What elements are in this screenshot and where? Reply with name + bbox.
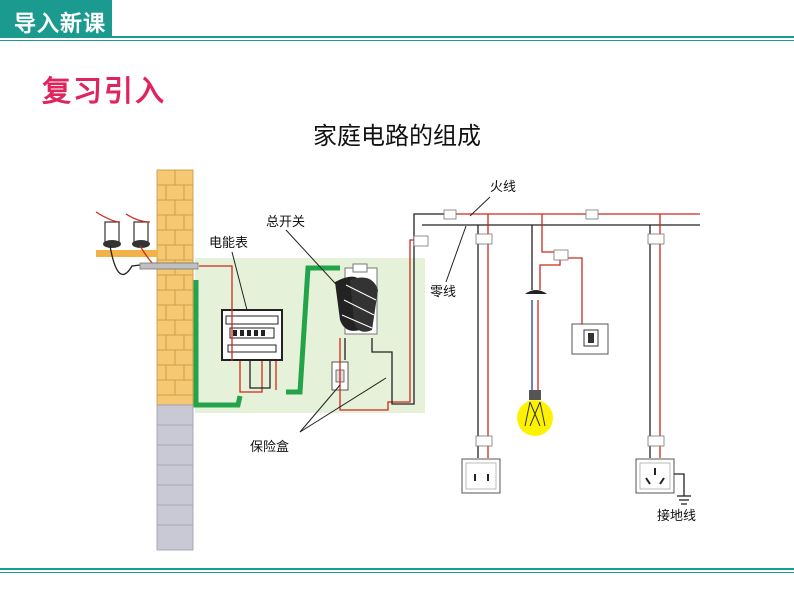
ground-wire-meter [286,265,340,395]
brick-wall [156,169,194,551]
diagram-title: 家庭电路的组成 [313,122,481,150]
light-bulb [517,390,553,436]
main-wires [339,213,448,411]
footer-rule-thin [0,572,794,573]
lamp-holder [525,290,547,294]
label-electric-meter: 电能表 [209,236,248,251]
label-main-switch: 总开关 [266,215,305,230]
electric-meter [221,309,283,361]
socket-branch-left [475,214,493,458]
label-fuse-box: 保险盒 [250,439,289,455]
junction-box [585,209,599,220]
header-rule-thin [0,40,794,41]
socket-left [461,458,501,494]
socket-branch-right [647,214,665,458]
header-accent [0,0,112,36]
junction-box [413,235,429,247]
light-switch [571,323,609,355]
footer-rule [0,568,794,570]
header-bar: 导入新课 [0,0,794,42]
insulator-bracket [95,211,199,276]
socket-right [635,458,675,494]
lamp-branch [531,214,583,392]
ground-wire-left [193,280,243,408]
meter-wires [199,265,277,393]
section-title: 复习引入 [42,74,167,108]
label-fire-wire: 火线 [490,180,516,195]
header-rule [0,36,794,38]
ground-symbol [674,473,691,505]
label-pointers [231,196,491,433]
junction-box [443,209,457,220]
label-ground-wire: 接地线 [657,508,696,524]
label-zero-wire: 零线 [430,285,456,300]
header-title: 导入新课 [14,12,107,37]
